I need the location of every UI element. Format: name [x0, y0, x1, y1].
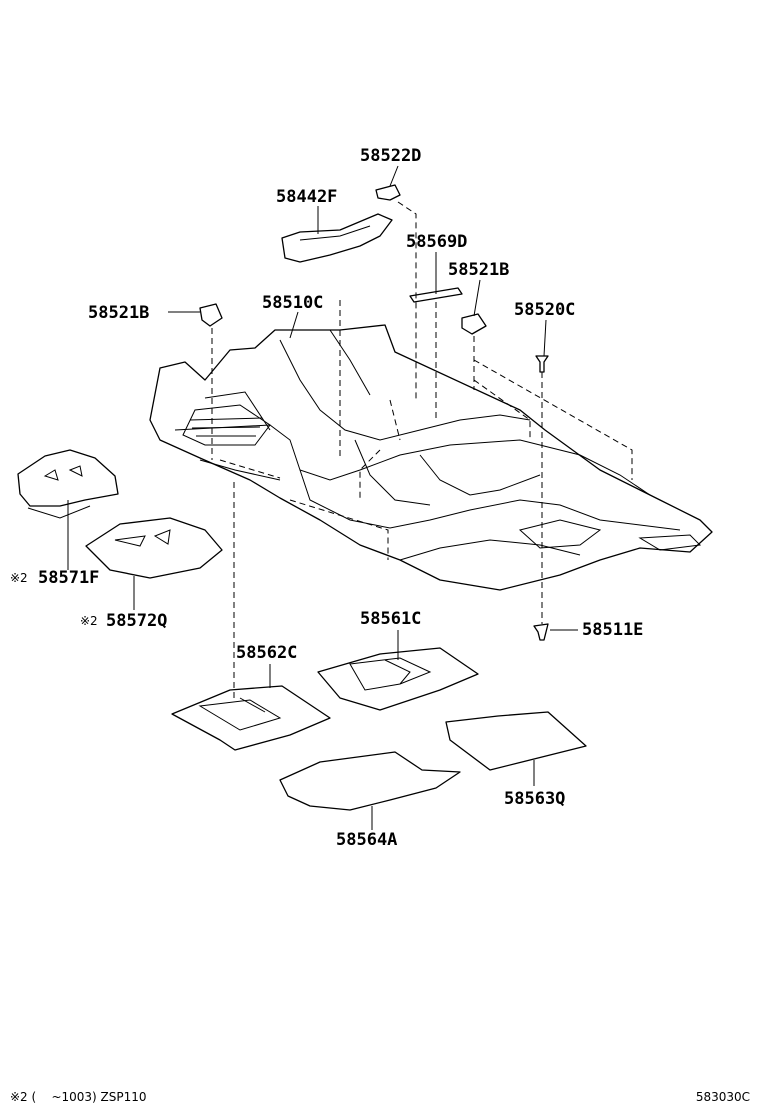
- mat-58563Q-drawing: [445, 711, 587, 771]
- strip-58569D-drawing: [409, 287, 463, 303]
- clip-58511E-drawing: [533, 623, 549, 641]
- mat-58561C-drawing: [317, 647, 479, 711]
- label-58510C: 58510C: [262, 293, 323, 313]
- label-58572Q: 58572Q: [106, 611, 167, 631]
- footer-applicability-note: ※2 ( ~1003) ZSP110: [10, 1090, 147, 1104]
- label-58569D: 58569D: [406, 232, 467, 252]
- label-58563Q: 58563Q: [504, 789, 565, 809]
- clip-58522D-drawing: [375, 184, 401, 201]
- label-58521B-left: 58521B: [88, 303, 149, 323]
- clip-58520C-drawing: [535, 355, 549, 373]
- label-58511E: 58511E: [582, 620, 643, 640]
- silencer-58571F-drawing: [17, 449, 119, 519]
- footer-illustration-code: 583030C: [696, 1090, 750, 1104]
- leader-lines: [67, 165, 578, 830]
- label-58522D: 58522D: [360, 146, 421, 166]
- label-58520C: 58520C: [514, 300, 575, 320]
- dashed-lines: [211, 201, 633, 700]
- pad-58442F-drawing: [281, 213, 393, 263]
- label-58562C: 58562C: [236, 643, 297, 663]
- note-mark-58571F: ※2: [10, 571, 28, 585]
- label-58442F: 58442F: [276, 187, 337, 207]
- clip-58521B-right-drawing: [461, 313, 487, 335]
- label-58561C: 58561C: [360, 609, 421, 629]
- label-58521B-right: 58521B: [448, 260, 509, 280]
- note-mark-58572Q: ※2: [80, 614, 98, 628]
- label-58571F: 58571F: [38, 568, 99, 588]
- label-58564A: 58564A: [336, 830, 397, 850]
- silencer-58572Q-drawing: [85, 517, 223, 579]
- mat-58562C-drawing: [171, 685, 331, 751]
- floor-carpet-drawing: [149, 324, 713, 591]
- clip-58521B-left-drawing: [199, 303, 223, 327]
- mat-58564A-drawing: [279, 751, 461, 811]
